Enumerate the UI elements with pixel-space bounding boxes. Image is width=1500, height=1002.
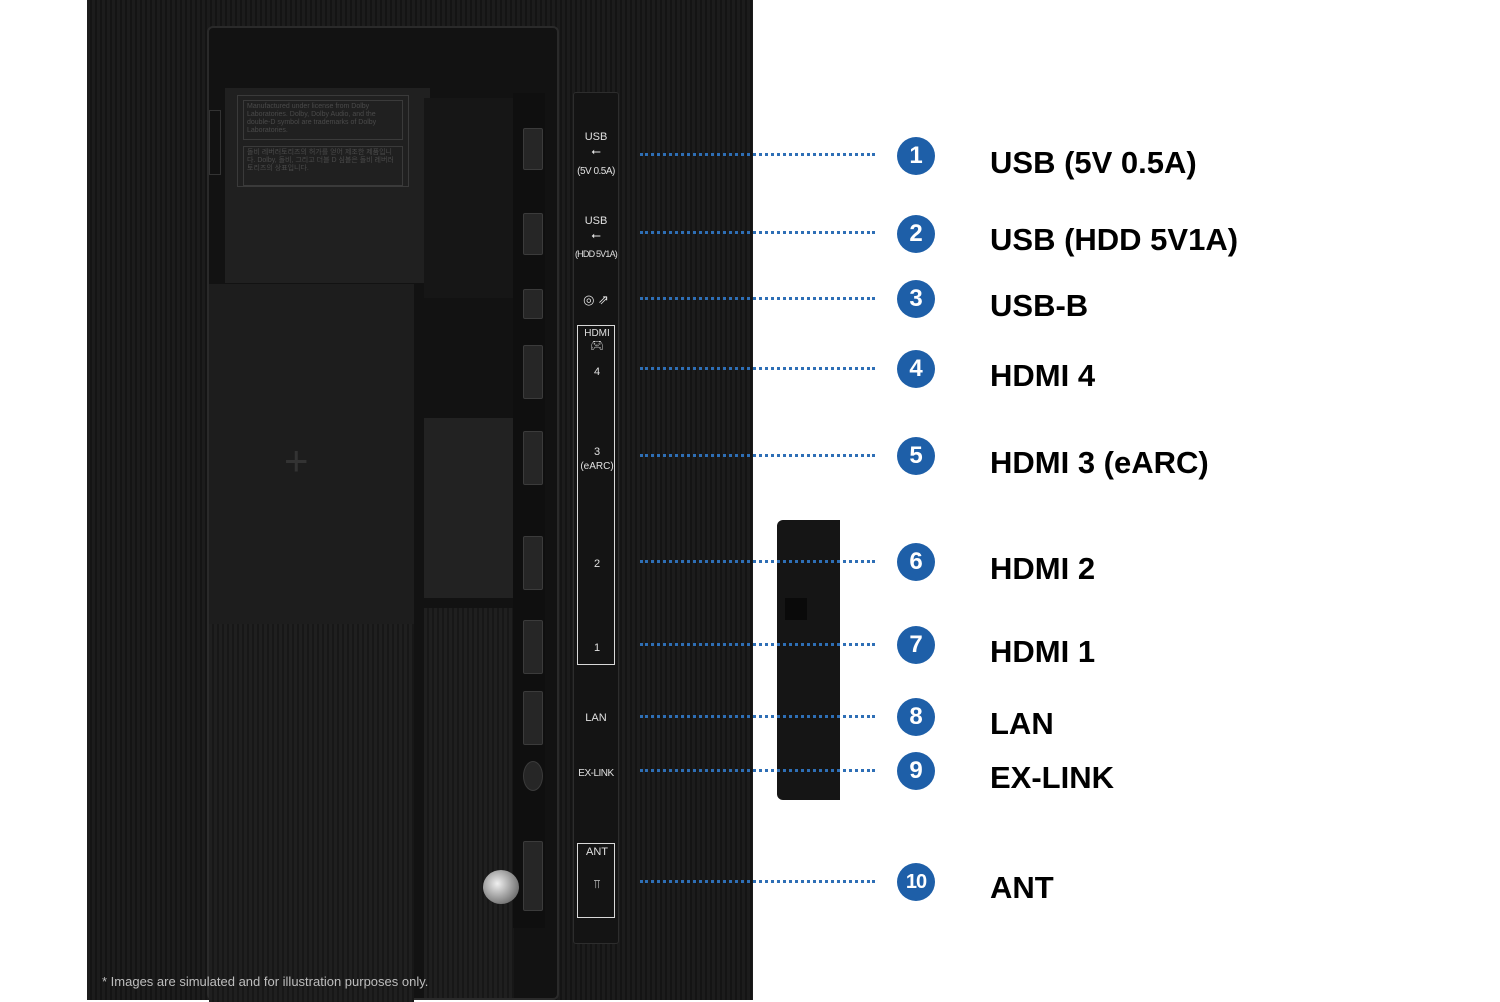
usb1-label: USB xyxy=(584,131,608,143)
hdmi-group-box: HDMI 🎮︎ 4 3 (eARC) 2 1 xyxy=(577,325,615,665)
usb2-label: USB xyxy=(584,215,608,227)
hdmi-port-2[interactable] xyxy=(523,536,543,590)
hdmi4-label: 4 xyxy=(593,366,601,378)
plus-icon: + xyxy=(284,437,309,484)
coax-connector-icon xyxy=(483,870,519,904)
antenna-icon: ⫪ xyxy=(593,877,601,891)
leader-line xyxy=(640,367,875,370)
callout-number: 6 xyxy=(897,543,935,581)
lan-label: LAN xyxy=(585,712,607,724)
callout-number: 3 xyxy=(897,280,935,318)
panel-block xyxy=(424,418,514,598)
panel-block xyxy=(209,284,414,624)
leader-line xyxy=(640,454,875,457)
hdmi1-label: 1 xyxy=(593,642,601,654)
leader-line xyxy=(640,297,875,300)
hdmi3-label: 3 xyxy=(593,446,601,458)
usb-b-port[interactable] xyxy=(523,289,543,319)
sticker-text-ko: 돌비 레버러토리즈의 허가를 얻어 제조한 제품입니다. Dolby, 돌비, … xyxy=(243,146,403,186)
port-name-usb-b: USB-B xyxy=(990,288,1089,323)
port-name-usb-2: USB (HDD 5V1A) xyxy=(990,222,1239,257)
callout-number: 4 xyxy=(897,350,935,388)
panel-block xyxy=(424,98,514,298)
port-name-ant: ANT xyxy=(990,870,1054,905)
hdmi-port-3[interactable] xyxy=(523,431,543,485)
ant-port[interactable] xyxy=(523,841,543,911)
usb1-sub-label: (5V 0.5A) xyxy=(577,166,615,177)
leader-line xyxy=(640,715,875,718)
port-name-lan: LAN xyxy=(990,706,1054,741)
dolby-sticker: Manufactured under license from Dolby La… xyxy=(237,95,409,187)
exlink-label: EX-LINK xyxy=(578,768,614,779)
port-name-exlink: EX-LINK xyxy=(990,760,1114,795)
port-name-hdmi-1: HDMI 1 xyxy=(990,634,1096,669)
callout-number: 1 xyxy=(897,137,935,175)
callout-number: 5 xyxy=(897,437,935,475)
ant-group-box: ANT ⫪ xyxy=(577,843,615,918)
sticker-text-en: Manufactured under license from Dolby La… xyxy=(243,100,403,140)
callout-number: 7 xyxy=(897,626,935,664)
leader-line xyxy=(640,643,875,646)
callout-number: 10 xyxy=(897,863,935,901)
port-name-hdmi-3: HDMI 3 (eARC) xyxy=(990,445,1209,480)
usb-port-1[interactable] xyxy=(523,128,543,170)
disclaimer-text: * Images are simulated and for illustrat… xyxy=(102,974,429,989)
usb2-sub-label: (HDD 5V1A) xyxy=(574,249,618,259)
panel-block xyxy=(424,608,514,998)
leader-line xyxy=(640,153,875,156)
bracket-hole xyxy=(785,598,807,620)
leader-line xyxy=(640,560,875,563)
side-bracket xyxy=(777,520,840,800)
hdmi-port-4[interactable] xyxy=(523,345,543,399)
port-name-usb-1: USB (5V 0.5A) xyxy=(990,145,1197,180)
tv-back-panel: Manufactured under license from Dolby La… xyxy=(87,0,840,1002)
leader-line xyxy=(640,231,875,234)
hdmi-header-label: HDMI xyxy=(584,328,610,339)
exlink-port[interactable] xyxy=(523,761,543,791)
game-controller-icon: 🎮︎ xyxy=(590,340,604,352)
panel-block xyxy=(209,624,414,1002)
callout-number: 2 xyxy=(897,215,935,253)
usb-icon: ⭠ xyxy=(591,144,601,158)
edge-bar xyxy=(209,110,221,175)
port-strip xyxy=(513,93,545,928)
port-name-hdmi-2: HDMI 2 xyxy=(990,551,1096,586)
port-name-hdmi-4: HDMI 4 xyxy=(990,358,1096,393)
callout-number: 9 xyxy=(897,752,935,790)
callout-number: 8 xyxy=(897,698,935,736)
lan-port[interactable] xyxy=(523,691,543,745)
usb-icon: ⭠ xyxy=(591,228,601,242)
usb-port-2[interactable] xyxy=(523,213,543,255)
port-label-strip: USB ⭠ (5V 0.5A) USB ⭠ (HDD 5V1A) ◎ ⇗ HDM… xyxy=(573,92,619,944)
hdmi3-sub-label: (eARC) xyxy=(580,461,614,472)
hdmi-port-1[interactable] xyxy=(523,620,543,674)
panel-recess xyxy=(207,26,559,1002)
leader-line xyxy=(640,769,875,772)
usb-b-icon: ◎ ⇗ xyxy=(583,292,609,307)
hdmi2-label: 2 xyxy=(593,558,601,570)
ant-header-label: ANT xyxy=(586,846,608,858)
leader-line xyxy=(640,880,875,883)
